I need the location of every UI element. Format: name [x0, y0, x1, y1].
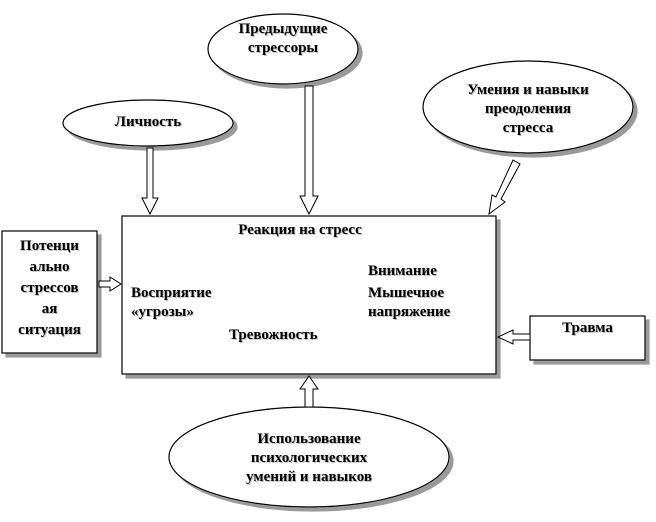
arrow-skills-to-reaction [299, 375, 319, 408]
box-trauma [529, 315, 646, 361]
label-personality: Личность [114, 114, 182, 130]
arrow-coping-to-reaction [488, 159, 521, 216]
arrow-personality-to-reaction [141, 147, 159, 216]
box-reaction [121, 215, 497, 375]
ellipse-coping-skills [422, 60, 634, 154]
label-coping-skills: Умения и навыки преодоления стресса [467, 82, 589, 136]
reaction-threat-perception: Восприятие «угрозы» [131, 285, 212, 320]
ellipse-previous-stressors [207, 13, 359, 85]
label-potential-situation: Потенци ально стрессов ая ситуация [18, 238, 81, 338]
ellipse-personality [62, 99, 234, 147]
arrow-trauma-to-reaction [496, 329, 531, 345]
arrow-stressors-to-reaction [299, 85, 319, 216]
reaction-muscle-tension: Мышечное напряжение [368, 285, 451, 320]
arrow-situation-to-reaction [98, 276, 122, 292]
reaction-anxiety: Тревожность [229, 327, 318, 343]
label-previous-stressors: Предыдущие стрессоры [238, 21, 328, 56]
label-trauma: Травма [562, 320, 613, 336]
label-psych-skills: Использование психологических умений и н… [246, 431, 372, 485]
box-potential-situation [1, 230, 98, 354]
reaction-attention: Внимание [368, 263, 437, 279]
reaction-title: Реакция на стресс [238, 222, 362, 238]
